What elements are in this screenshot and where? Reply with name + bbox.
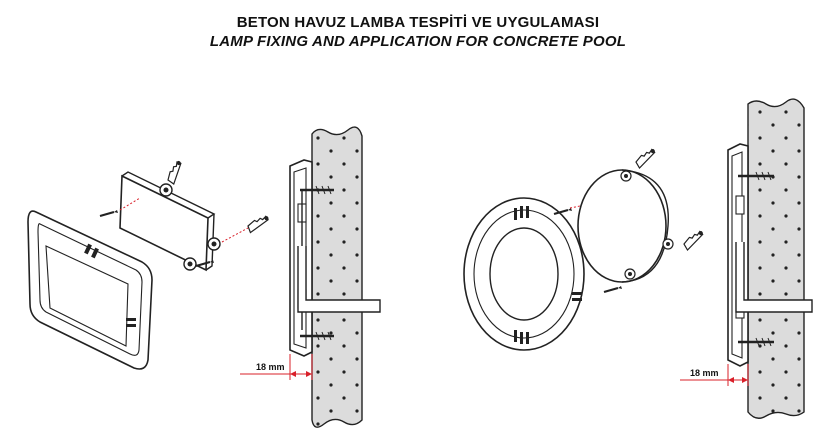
round-lamp-exploded [463,147,708,351]
title-block: BETON HAVUZ LAMBA TESPİTİ VE UYGULAMASI … [0,14,836,50]
section-screw-icon [300,185,334,195]
section-screw-icon [738,171,774,181]
screw-icon [602,284,624,294]
section-screw-icon [738,337,774,347]
rect-lamp-exploded [27,159,272,370]
dimension-label-right: 18 mm [690,368,719,378]
wall-anchor-icon [633,147,660,169]
cable-conduit [735,242,813,313]
title-english: LAMP FIXING AND APPLICATION FOR CONCRETE… [209,33,627,50]
screw-icon [98,208,120,218]
round-lamp-backplate [577,169,674,283]
dimension-label-left: 18 mm [256,362,285,372]
wall-anchor-icon [681,229,708,251]
rect-lamp-backplate [119,171,221,272]
dimension-left: 18 mm [240,354,313,380]
rect-lamp-section: 18 mm [240,126,381,428]
cable-conduit [297,246,381,313]
round-lamp-section: 18 mm [680,98,813,419]
title-turkish: BETON HAVUZ LAMBA TESPİTİ VE UYGULAMASI [236,14,600,31]
section-screw-icon [300,331,334,341]
wall-anchor-icon [246,215,272,234]
rect-lamp-frame [27,210,153,370]
wall-anchor-icon [164,159,187,185]
dimension-right: 18 mm [680,364,749,386]
round-lamp-frame [463,197,585,351]
